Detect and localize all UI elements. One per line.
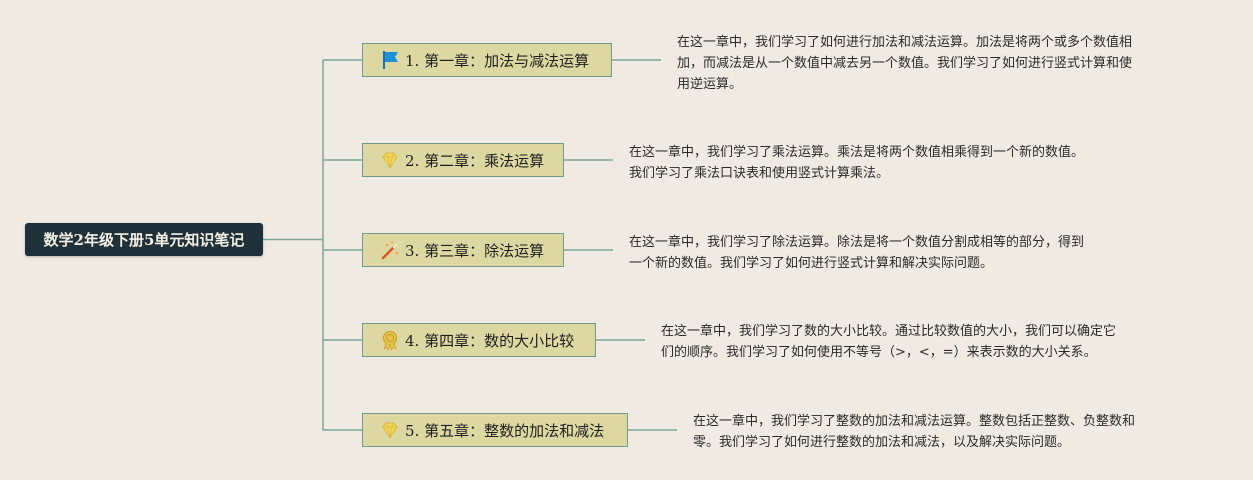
diamond-icon bbox=[379, 149, 401, 171]
chapter-4-label: 4. 第四章：数的大小比较 bbox=[405, 331, 575, 350]
chapter-1-label: 1. 第一章：加法与减法运算 bbox=[405, 51, 590, 70]
chapter-3-note: 在这一章中，我们学习了除法运算。除法是将一个数值分割成相等的部分，得到 一个新的… bbox=[629, 235, 1085, 271]
chapter-5-note: 在这一章中，我们学习了整数的加法和减法运算。整数包括正整数、负整数和 零。我们学… bbox=[693, 414, 1136, 450]
medal-icon bbox=[379, 329, 401, 351]
chapter-4-topic[interactable]: 4. 第四章：数的大小比较 bbox=[362, 323, 596, 357]
chapter-5-topic[interactable]: 5. 第五章：整数的加法和减法 bbox=[362, 413, 628, 447]
flag-icon bbox=[379, 49, 401, 71]
diamond-icon bbox=[379, 419, 401, 441]
chapter-5-label: 5. 第五章：整数的加法和减法 bbox=[405, 421, 605, 440]
chapter-2-label: 2. 第二章：乘法运算 bbox=[405, 151, 545, 170]
chapter-3-topic[interactable]: 3. 第三章：除法运算 bbox=[362, 233, 564, 267]
chapter-1-note: 在这一章中，我们学习了如何进行加法和减法运算。加法是将两个或多个数值相 加，而减… bbox=[677, 35, 1133, 92]
root-title: 数学2年级下册5单元知识笔记 bbox=[43, 231, 245, 249]
chapter-2-note: 在这一章中，我们学习了乘法运算。乘法是将两个数值相乘得到一个新的数值。 我们学习… bbox=[629, 145, 1085, 181]
chapter-2-topic[interactable]: 2. 第二章：乘法运算 bbox=[362, 143, 564, 177]
root-topic[interactable]: 数学2年级下册5单元知识笔记 bbox=[25, 223, 263, 256]
chapter-4-note: 在这一章中，我们学习了数的大小比较。通过比较数值的大小，我们可以确定它 们的顺序… bbox=[661, 324, 1117, 360]
chapter-1-topic[interactable]: 1. 第一章：加法与减法运算 bbox=[362, 43, 612, 77]
magic-wand-icon bbox=[379, 239, 401, 261]
chapter-3-label: 3. 第三章：除法运算 bbox=[405, 241, 545, 260]
